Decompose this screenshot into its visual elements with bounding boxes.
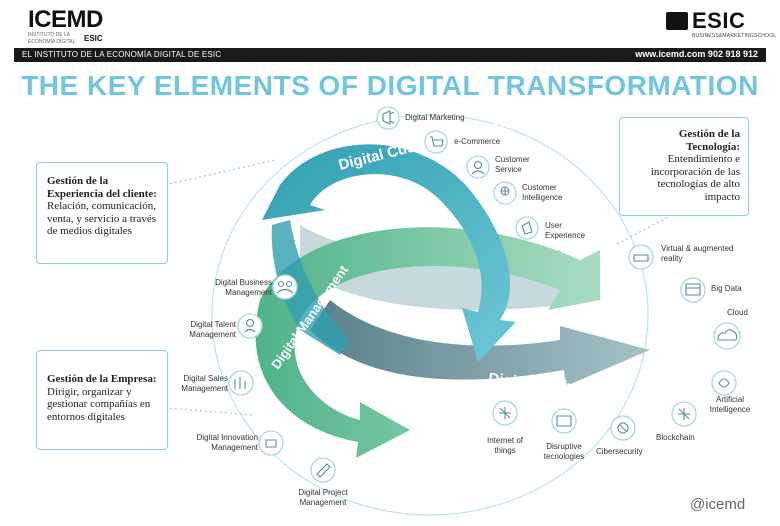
card-experience-body: Relación, comunicación, venta, y servici… [47, 200, 157, 237]
label-talent-management: Digital Talent Management [189, 320, 236, 339]
digital-marketing-icon [376, 106, 400, 130]
band-institute-text: EL INSTITUTO DE LA ECONOMÍA DIGITAL DE E… [22, 50, 222, 59]
connector-company [164, 407, 256, 416]
outer-ring [211, 114, 649, 516]
virtual-reality-icon [628, 244, 654, 270]
connector-technology [614, 214, 673, 246]
label-project-management: Digital Project Management [298, 488, 348, 507]
loop-label-technology: Digital Technology [488, 370, 623, 401]
label-iot: Internet of things [486, 436, 524, 455]
project-management-icon [310, 457, 336, 483]
icemd-logo-text: ICEMD [28, 6, 103, 33]
social-handle[interactable]: @icemd [690, 496, 746, 513]
label-innovation-management: Digital Innovation Management [196, 433, 258, 452]
ecommerce-icon [424, 130, 448, 154]
innovation-management-icon [258, 430, 284, 456]
label-business-management: Digital Business Management [215, 278, 272, 297]
cloud-icon [713, 322, 741, 350]
card-experience: Gestión de la Experiencia del cliente: R… [36, 162, 168, 264]
esic-logo-text: ESIC [692, 8, 746, 33]
icemd-logo-esic: ESIC [84, 34, 103, 43]
esic-logo: ESIC BUSINESS&MARKETINGSCHOOL [666, 8, 776, 44]
label-sales-management: Digital Sales Management [181, 374, 228, 393]
label-disruptive: Disruptive tecnologies [543, 442, 585, 461]
technology-loop-back [300, 225, 600, 310]
card-technology-body: Entendimiento e incorporación de las tec… [650, 153, 740, 203]
label-ai: Artificial Intelligence [709, 395, 751, 414]
card-technology: Gestión de la Tecnología: Entendimiento … [619, 117, 749, 216]
big-data-icon [680, 277, 706, 303]
label-customer-service: Customer Service [495, 155, 530, 174]
connector-experience [164, 159, 276, 186]
label-cloud: Cloud [727, 308, 748, 317]
label-cybersecurity: Cibersecurity [596, 447, 643, 456]
label-digital-marketing: Digital Marketing [405, 113, 465, 122]
card-company: Gestión de la Empresa: Dirigir, organiza… [36, 350, 168, 450]
card-company-body: Dirigir, organizar y gestionar compañías… [47, 385, 151, 423]
disruptive-tech-icon [551, 408, 577, 434]
experience-loop-tail [271, 220, 350, 355]
experience-loop-arrow [262, 144, 516, 362]
sales-management-icon [228, 370, 254, 396]
label-ecommerce: e-Commerce [454, 137, 501, 146]
page-title: THE KEY ELEMENTS OF DIGITAL TRANSFORMATI… [21, 70, 759, 101]
label-customer-intelligence: Customer Intelligence [522, 183, 563, 202]
esic-emblem-icon [666, 12, 688, 30]
label-virtual-reality: Virtual & augmented reality [661, 244, 734, 263]
card-technology-heading: Gestión de la Tecnología: [678, 128, 740, 153]
user-experience-icon [515, 216, 539, 240]
icemd-logo: ICEMD INSTITUTO DE LA ECONOMÍA DIGITAL E… [28, 6, 118, 46]
technology-loop-arrow [310, 300, 650, 386]
card-company-heading: Gestión de la Empresa: [47, 373, 157, 385]
customer-service-icon [466, 155, 490, 179]
icemd-logo-subtitle: INSTITUTO DE LA ECONOMÍA DIGITAL [28, 32, 76, 45]
header-band: EL INSTITUTO DE LA ECONOMÍA DIGITAL DE E… [14, 48, 766, 62]
label-big-data: Big Data [711, 284, 742, 293]
band-contact-link[interactable]: www.icemd.com 902 918 912 [635, 49, 758, 59]
artificial-intelligence-icon [711, 370, 737, 396]
label-blockchain: Blockchain [656, 433, 695, 442]
card-experience-heading: Gestión de la Experiencia del cliente: [47, 175, 157, 200]
label-user-experience: User Experience [545, 221, 586, 240]
business-management-icon [272, 274, 298, 300]
esic-logo-subtitle: BUSINESS&MARKETINGSCHOOL [692, 33, 777, 39]
